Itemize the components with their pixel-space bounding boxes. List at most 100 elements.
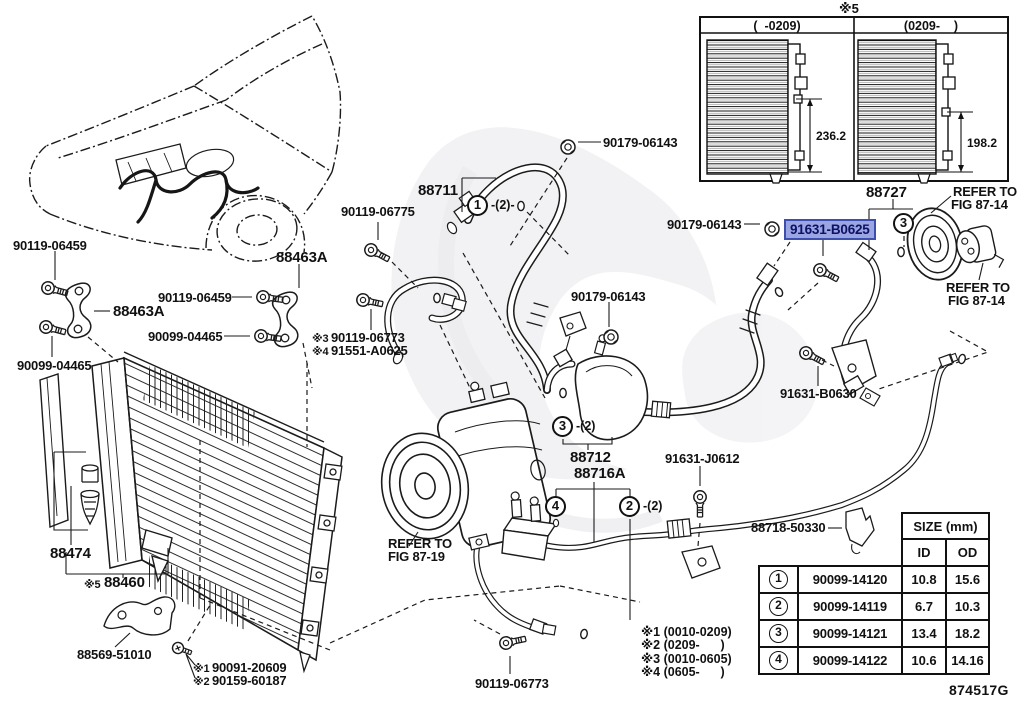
row-part-number: 90099-14122	[797, 646, 903, 675]
part-number-label: 90119-06459	[13, 238, 87, 253]
part-number-label: ※2	[193, 676, 210, 688]
part-number-label: REFER TO	[388, 536, 452, 551]
note-line: ※4 (0605- )	[641, 665, 725, 680]
inset-caption-late: (0209- )	[903, 19, 959, 33]
row-od-value: 14.16	[945, 646, 990, 675]
row-od-value: 18.2	[945, 619, 990, 648]
row-id-value: 10.8	[901, 565, 947, 594]
callout-quantity: -(2)-	[491, 198, 515, 212]
inset-caption-early: ( -0209)	[753, 19, 801, 33]
dimension-value: 236.2	[816, 129, 847, 143]
part-number-label: 88474	[50, 545, 91, 562]
oring	[433, 292, 441, 304]
part-number-label: 90119-06775	[341, 204, 415, 219]
row-number-cell: 2	[758, 592, 799, 621]
size-table: SIZE (mm) ID OD 1 90099-14120 10.8 15.6 …	[758, 512, 990, 675]
part-number-label: FIG 87-14	[948, 293, 1005, 308]
inset-condenser-comparison	[699, 16, 1009, 184]
part-number-label: REFER TO	[953, 184, 1017, 199]
car-outline	[28, 15, 342, 262]
inset-note: ※5	[839, 1, 859, 16]
nut-90179-06143-top	[560, 139, 576, 155]
brackets	[64, 282, 875, 636]
row-id-value: 6.7	[901, 592, 947, 621]
nut-90179-06143-mid	[603, 329, 619, 345]
part-number-label: 88711	[418, 182, 458, 199]
hose-fittings-top	[392, 190, 476, 365]
note-line: ※2 (0209- )	[641, 638, 725, 653]
compressor-pulley	[380, 432, 470, 540]
figure-code: 874517G	[949, 682, 1009, 698]
leader-lines	[51, 141, 984, 679]
bolt-90119-06775	[361, 240, 393, 266]
part-number-label: ※4	[312, 346, 329, 358]
bolt-90119-06773-upper	[354, 291, 385, 311]
callout-number: 1 -(2)-	[467, 195, 515, 217]
callout-number: 2 -(2)	[619, 496, 662, 518]
part-number-label: 91631-B0630	[780, 386, 857, 401]
dashed-lines	[87, 157, 990, 651]
part-number-label: REFER TO	[946, 280, 1010, 295]
part-number-label: ※1	[193, 663, 210, 675]
part-number-label: ※3	[312, 333, 329, 345]
nut-90179-06143-right	[764, 221, 780, 237]
part-number-label: 88718-50330	[751, 520, 826, 535]
condenser-assembly	[39, 351, 343, 674]
oring	[957, 353, 967, 365]
bracket-88569	[103, 596, 176, 636]
part-number-label: ※5	[84, 579, 101, 591]
row-id-value: 13.4	[901, 619, 947, 648]
note-line: ※1 (0010-0209)	[641, 625, 732, 639]
note-line: ※3 (0010-0605)	[641, 651, 732, 666]
part-number-label: FIG 87-19	[388, 549, 445, 564]
oring	[897, 246, 905, 258]
selected-part-label[interactable]: 91631-B0625	[784, 219, 876, 240]
engine-bay-harness	[118, 169, 260, 224]
row-number-cell: 3	[758, 619, 799, 648]
od-column-header: OD	[945, 538, 990, 567]
bolt-91631-j0612	[693, 490, 707, 518]
part-number-label: 90179-06143	[603, 135, 678, 150]
callout-number: 4	[545, 496, 567, 518]
callout-quantity: -(2)	[643, 499, 663, 513]
hoses-and-tubes	[384, 163, 949, 630]
row-od-value: 10.3	[945, 592, 990, 621]
id-column-header: ID	[901, 538, 947, 567]
part-number-label: 90179-06143	[571, 289, 646, 304]
callout-quantity: -(2)	[576, 419, 596, 433]
part-number-label: 88463A	[113, 303, 165, 320]
row-number-cell: 1	[758, 565, 799, 594]
callout-number: 3	[893, 213, 915, 235]
part-number-label: 90159-60187	[212, 673, 287, 688]
inset-condenser-late	[857, 39, 973, 184]
pipe-hardware-right	[666, 241, 959, 579]
part-number-label: 91631-J0612	[665, 451, 740, 466]
part-number-label: 90119-06773	[475, 676, 549, 691]
oring	[559, 387, 567, 399]
oring	[579, 628, 589, 640]
condenser-mount-tabs	[300, 463, 343, 637]
part-number-label: 90179-06143	[667, 217, 742, 232]
bolt-91631-b0625	[810, 260, 842, 286]
bracket-88463a-left	[64, 282, 92, 339]
part-number-label: FIG 87-14	[951, 197, 1008, 212]
part-number-label: 90099-04465	[17, 358, 92, 373]
row-part-number: 90099-14119	[797, 592, 903, 621]
part-number-label: 90119-06773	[331, 330, 405, 345]
table-row: 4 90099-14122 10.6 14.16	[758, 646, 990, 675]
clip-88718	[845, 507, 875, 547]
bolt-90119-06773-lower	[497, 632, 528, 652]
size-table-rows: 1 90099-14120 10.8 15.6 2 90099-14119 6.…	[758, 565, 990, 675]
row-part-number: 90099-14120	[797, 565, 903, 594]
clutch-coil	[955, 225, 1005, 268]
oring	[552, 518, 560, 528]
row-id-value: 10.6	[901, 646, 947, 675]
oring	[517, 200, 525, 212]
part-number-label: 88463A	[276, 249, 328, 266]
production-notes: ※1 (0010-0209)※2 (0209- )※3 (0010-0605)※…	[641, 625, 732, 680]
callout-number: 3 -(2)	[552, 416, 595, 438]
part-number-label: 88716A	[574, 465, 626, 482]
oring	[773, 285, 785, 299]
bolt-90119-06459-left	[39, 279, 70, 300]
